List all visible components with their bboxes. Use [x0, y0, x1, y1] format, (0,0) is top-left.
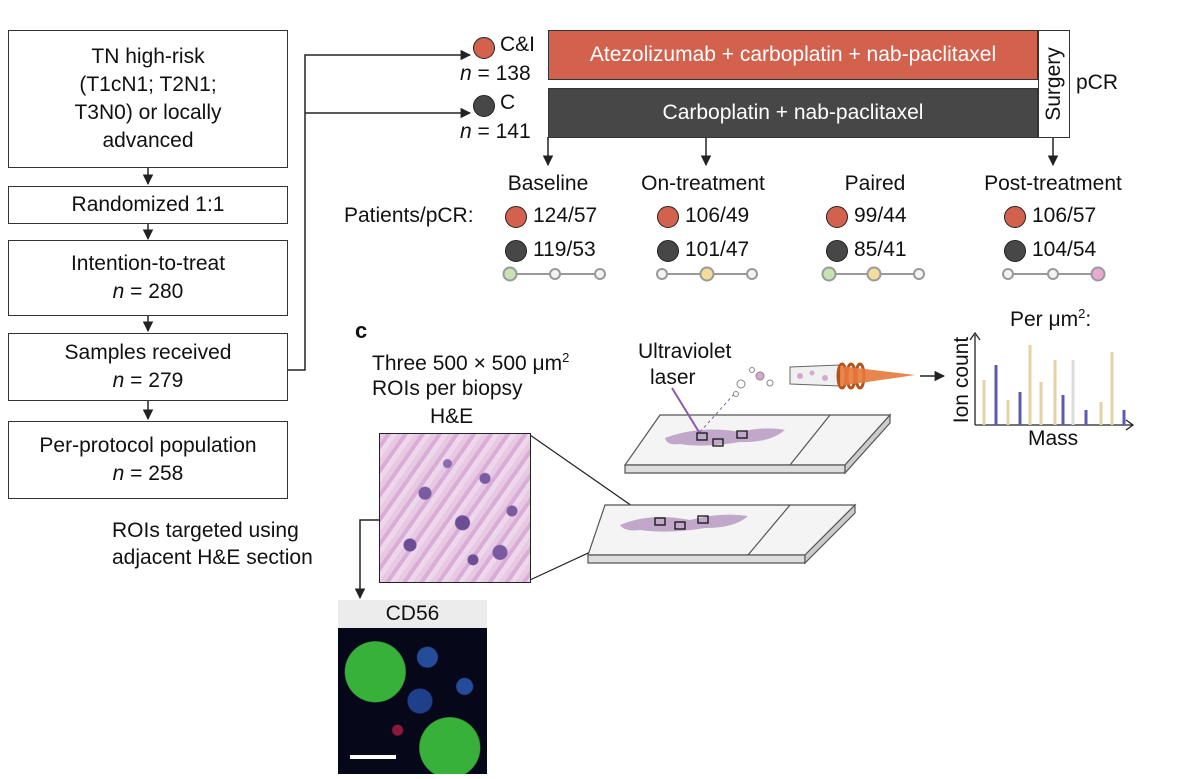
baseline-ci-icon [505, 206, 527, 228]
samples-label: Samples received [64, 341, 232, 364]
timepoint-paired: Paired [844, 172, 906, 195]
mass-label: Mass [1028, 427, 1079, 450]
ion-count-label: Ion count [950, 336, 973, 424]
timeline-paired [821, 266, 925, 282]
samples-received-box: Samples received n = 279 [8, 333, 288, 401]
baseline-c-icon [505, 240, 527, 262]
timepoint-baseline: Baseline [507, 172, 589, 195]
he-image [379, 433, 531, 583]
ci-arm-icon [473, 37, 495, 59]
c-arm-icon [473, 95, 495, 117]
itt-box: Intention-to-treat n = 280 [8, 240, 288, 316]
patients-pcr-label: Patients/pCR: [344, 204, 474, 227]
slide-upper [623, 413, 892, 475]
roi-line-2: ROIs per biopsy [372, 377, 523, 400]
timeline-baseline [502, 266, 606, 282]
targeted-line-2: adjacent H&E section [112, 546, 313, 569]
he-label: H&E [430, 405, 474, 428]
roi-line-1: Three 500 × 500 μm2 [372, 350, 570, 375]
paired-ci-value: 99/44 [854, 204, 907, 227]
inclusion-line-4: advanced [102, 129, 194, 152]
per-protocol-label: Per-protocol population [39, 434, 257, 457]
baseline-c-value: 119/53 [533, 238, 596, 261]
inclusion-line-2: (T1cN1; T2N1; [79, 73, 217, 96]
post-c-value: 104/54 [1032, 238, 1097, 261]
paired-c-value: 85/41 [854, 238, 907, 261]
itt-n: n = 280 [112, 280, 184, 303]
ontreatment-c-value: 101/47 [685, 238, 750, 261]
ablated-particles [733, 367, 774, 397]
ci-arm-label: C&I [500, 33, 536, 56]
cd56-image [338, 628, 487, 774]
ontreatment-ci-icon [657, 206, 679, 228]
sampling-cone [789, 362, 915, 390]
cd56-header: CD56 [338, 600, 487, 628]
pcr-label: pCR [1076, 71, 1119, 94]
baseline-ci-value: 124/57 [533, 204, 598, 227]
inclusion-line-3: T3N0) or locally [74, 101, 222, 124]
cd56-label: CD56 [385, 602, 440, 625]
laser-line-2: laser [650, 366, 696, 389]
inclusion-line-1: TN high-risk [91, 45, 205, 68]
ci-regimen-bar: Atezolizumab + carboplatin + nab-paclita… [548, 30, 1038, 80]
post-ci-icon [1004, 206, 1026, 228]
samples-n: n = 279 [112, 369, 184, 392]
timeline-post-treatment [1002, 266, 1106, 282]
slide-lower [587, 503, 857, 565]
timepoint-on-treatment: On-treatment [641, 172, 765, 195]
per-protocol-n: n = 258 [112, 462, 184, 485]
c-arm-label: C [500, 91, 516, 114]
timepoint-post-treatment: Post-treatment [984, 172, 1122, 195]
timeline-on-treatment [656, 266, 758, 282]
c-regimen-bar: Carboplatin + nab-paclitaxel [548, 88, 1038, 138]
post-ci-value: 106/57 [1032, 204, 1097, 227]
ontreatment-c-icon [657, 240, 679, 262]
post-c-icon [1004, 240, 1026, 262]
per-um-label: Per μm2: [1010, 306, 1092, 331]
ci-regimen-label: Atezolizumab + carboplatin + nab-paclita… [589, 43, 997, 66]
laser-line-1: Ultraviolet [638, 340, 732, 363]
paired-ci-icon [826, 206, 848, 228]
surgery-label: Surgery [1042, 47, 1065, 121]
ci-arm-n: n = 138 [460, 62, 531, 85]
randomized-box: Randomized 1:1 [8, 186, 288, 224]
surgery-box: Surgery [1038, 30, 1070, 138]
mass-spectrum [969, 331, 1135, 431]
scale-bar [350, 755, 396, 759]
targeted-line-1: ROIs targeted using [112, 519, 299, 542]
per-protocol-box: Per-protocol population n = 258 [8, 421, 288, 499]
c-regimen-label: Carboplatin + nab-paclitaxel [662, 101, 924, 124]
itt-label: Intention-to-treat [70, 252, 226, 275]
panel-c-letter: c [355, 318, 368, 343]
ontreatment-ci-value: 106/49 [685, 204, 750, 227]
inclusion-criteria-box: TN high-risk (T1cN1; T2N1; T3N0) or loca… [8, 30, 288, 168]
c-arm-n: n = 141 [460, 120, 531, 143]
randomized-label: Randomized 1:1 [71, 193, 225, 216]
paired-c-icon [826, 240, 848, 262]
